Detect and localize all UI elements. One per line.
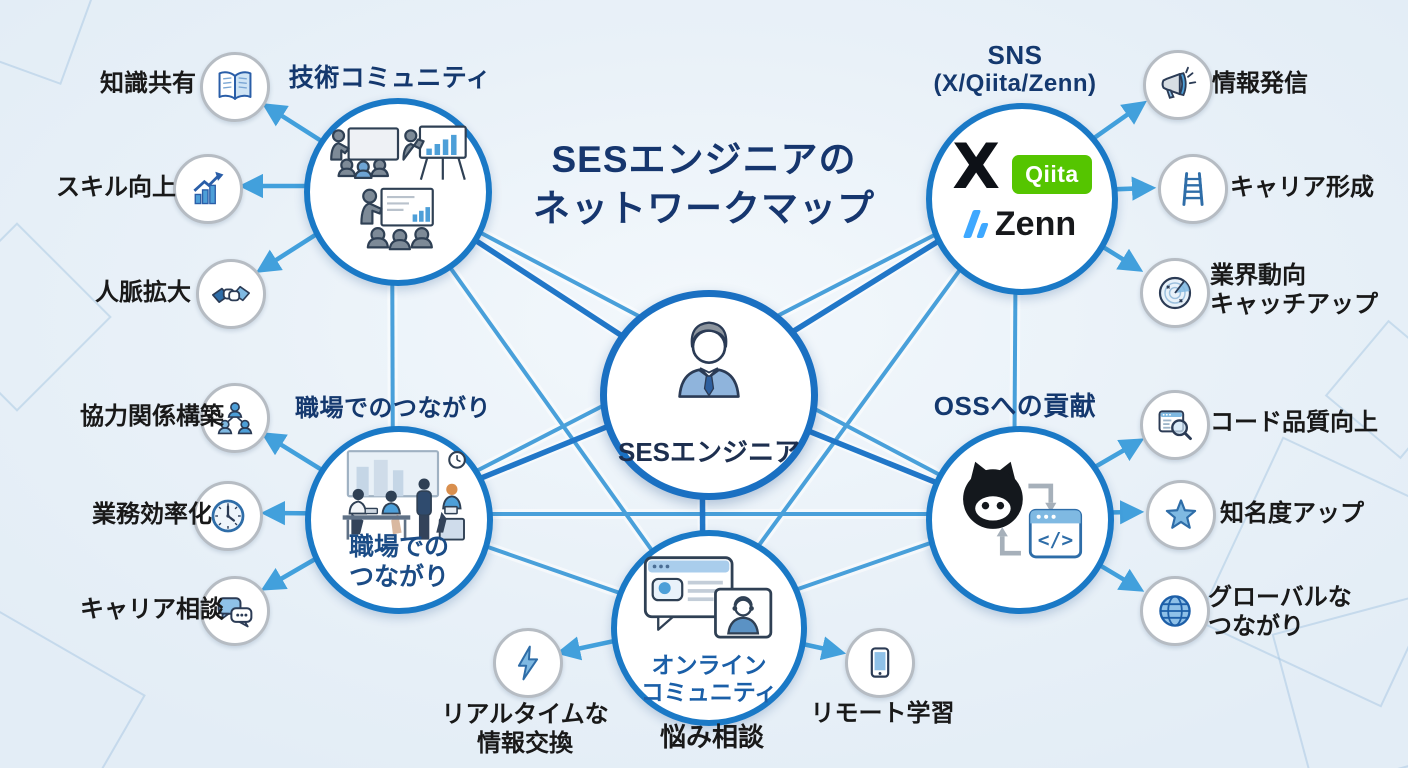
hub-oss-label: OSSへの貢献 bbox=[933, 391, 1097, 421]
hub-workplace-inner-label: 職場での つながり bbox=[348, 533, 449, 591]
satellite-industry-trends-label: 業界動向 キャッチアップ bbox=[1210, 262, 1378, 319]
hub-workplace: 職場での つながり bbox=[305, 426, 493, 614]
handshake-icon bbox=[212, 285, 250, 303]
zenn-logo-text: Zenn bbox=[994, 204, 1077, 243]
community-presentation-illustration bbox=[330, 125, 467, 251]
satellite-knowledge-sharing-label: 知識共有 bbox=[100, 70, 196, 97]
radar-icon bbox=[1158, 276, 1192, 310]
engineer-person-icon bbox=[678, 321, 740, 398]
satellite-global-connection bbox=[1140, 576, 1210, 646]
hub-online-community: オンライン コミュニティ bbox=[611, 530, 807, 726]
satellite-remote-learning-label: リモート学習 bbox=[810, 700, 955, 727]
hub-sns-sublabel: (X/Qiita/Zenn) bbox=[933, 70, 1097, 97]
hub-tech-community-label: 技術コミュニティ bbox=[288, 64, 492, 92]
satellite-career-consult-label: キャリア相談 bbox=[80, 596, 224, 623]
satellite-cooperation bbox=[200, 383, 270, 453]
satellite-global-connection-label: グローバルな つながり bbox=[1208, 584, 1352, 641]
satellite-career-consult bbox=[200, 576, 270, 646]
satellite-cooperation-label: 協力関係構築 bbox=[80, 403, 224, 430]
satellite-network-expansion bbox=[196, 259, 266, 329]
hub-sns-label: SNS bbox=[987, 40, 1043, 70]
svg-text:</>: </> bbox=[1038, 529, 1073, 552]
megaphone-icon bbox=[1161, 66, 1197, 99]
ladder-icon bbox=[1182, 172, 1204, 206]
qiita-logo: Qiita bbox=[1012, 155, 1092, 194]
center-node-label: SESエンジニア bbox=[617, 437, 801, 467]
satellite-recognition-label: 知名度アップ bbox=[1220, 500, 1364, 527]
github-code-illustration: </> bbox=[963, 461, 1083, 559]
growth-chart-icon bbox=[193, 171, 224, 205]
open-book-icon bbox=[218, 71, 252, 100]
x-logo: X bbox=[952, 130, 1001, 203]
lightning-icon bbox=[517, 645, 539, 681]
online-chat-video-illustration bbox=[643, 556, 773, 639]
satellite-realtime-exchange-label: リアルタイムな 情報交換 bbox=[441, 701, 609, 758]
satellite-realtime-exchange bbox=[493, 628, 563, 698]
office-team-illustration bbox=[342, 450, 466, 541]
map-title-line1: SESエンジニアの bbox=[551, 139, 857, 180]
tablet-icon bbox=[870, 647, 890, 678]
code-review-icon bbox=[1158, 410, 1192, 441]
zenn-logo: Zenn bbox=[962, 204, 1077, 243]
satellite-work-efficiency bbox=[193, 481, 263, 551]
satellite-worry-consult-label: 悩み相談 bbox=[659, 722, 764, 752]
globe-icon bbox=[1159, 595, 1191, 627]
map-title: SESエンジニアの ネットワークマップ bbox=[454, 136, 954, 234]
satellite-remote-learning bbox=[845, 628, 915, 698]
satellite-skill-up bbox=[173, 154, 243, 224]
satellite-knowledge-sharing bbox=[200, 52, 270, 122]
satellite-info-broadcast-label: 情報発信 bbox=[1212, 70, 1308, 97]
satellite-recognition bbox=[1146, 480, 1216, 550]
satellite-code-quality-label: コード品質向上 bbox=[1210, 409, 1378, 436]
map-title-line2: ネットワークマップ bbox=[533, 187, 875, 229]
hub-online-inner-label: オンライン コミュニティ bbox=[640, 651, 778, 705]
satellite-info-broadcast bbox=[1143, 50, 1213, 120]
satellite-code-quality bbox=[1140, 390, 1210, 460]
satellite-career-building bbox=[1158, 154, 1228, 224]
hub-tech-community bbox=[304, 98, 492, 286]
satellite-work-efficiency-label: 業務効率化 bbox=[92, 501, 212, 528]
center-node-ses-engineer: SESエンジニア bbox=[600, 290, 818, 500]
star-icon bbox=[1165, 499, 1197, 529]
satellite-industry-trends bbox=[1140, 258, 1210, 328]
chat-bubbles-icon bbox=[217, 597, 253, 628]
satellite-network-expansion-label: 人脈拡大 bbox=[95, 279, 191, 306]
hub-workplace-label: 職場でのつながり bbox=[295, 395, 491, 422]
hub-oss: </> bbox=[926, 426, 1114, 614]
satellite-skill-up-label: スキル向上 bbox=[56, 174, 176, 201]
org-network-icon bbox=[217, 402, 253, 435]
clock-icon bbox=[211, 499, 245, 533]
zenn-slash-icon bbox=[962, 209, 989, 238]
hub-sns: X Qiita Zenn bbox=[926, 103, 1118, 295]
satellite-career-building-label: キャリア形成 bbox=[1230, 174, 1374, 201]
